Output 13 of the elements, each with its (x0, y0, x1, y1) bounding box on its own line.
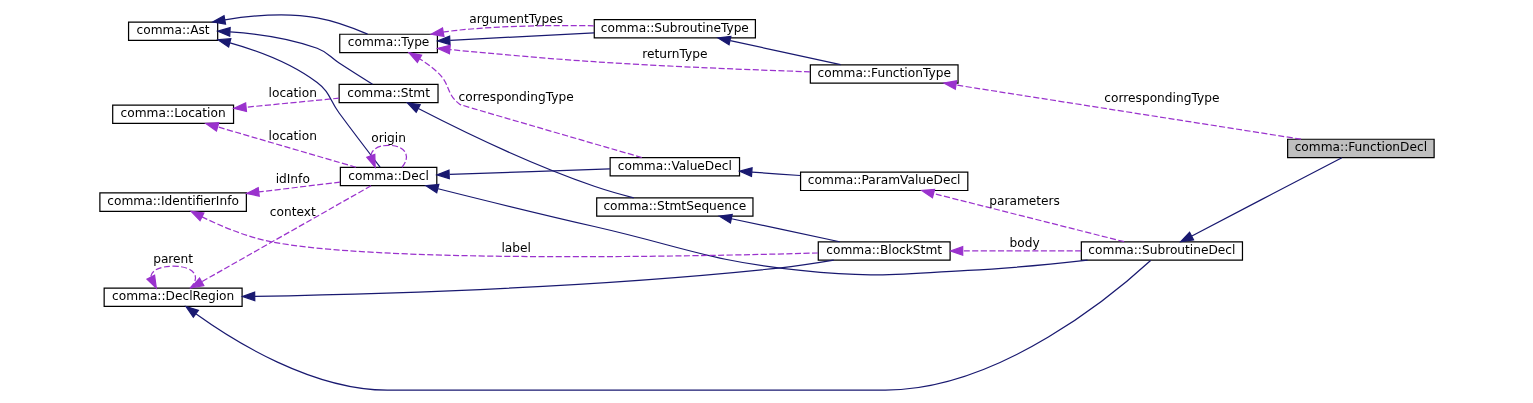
edge-label: correspondingType (1103, 91, 1219, 106)
edge-label: parameters (988, 193, 1060, 208)
edge-label: returnType (641, 47, 707, 62)
edge-label: argumentTypes (468, 11, 563, 26)
edge-label: parent (152, 251, 193, 266)
edge-label: label (500, 241, 531, 256)
edge-label: idInfo (275, 171, 310, 186)
edge-label: location (268, 86, 317, 101)
edge-label: context (269, 204, 316, 219)
edge-label: correspondingType (458, 89, 574, 104)
edge-label: body (1008, 236, 1040, 251)
edge-label: location (268, 128, 317, 143)
edge-label: origin (370, 130, 406, 145)
